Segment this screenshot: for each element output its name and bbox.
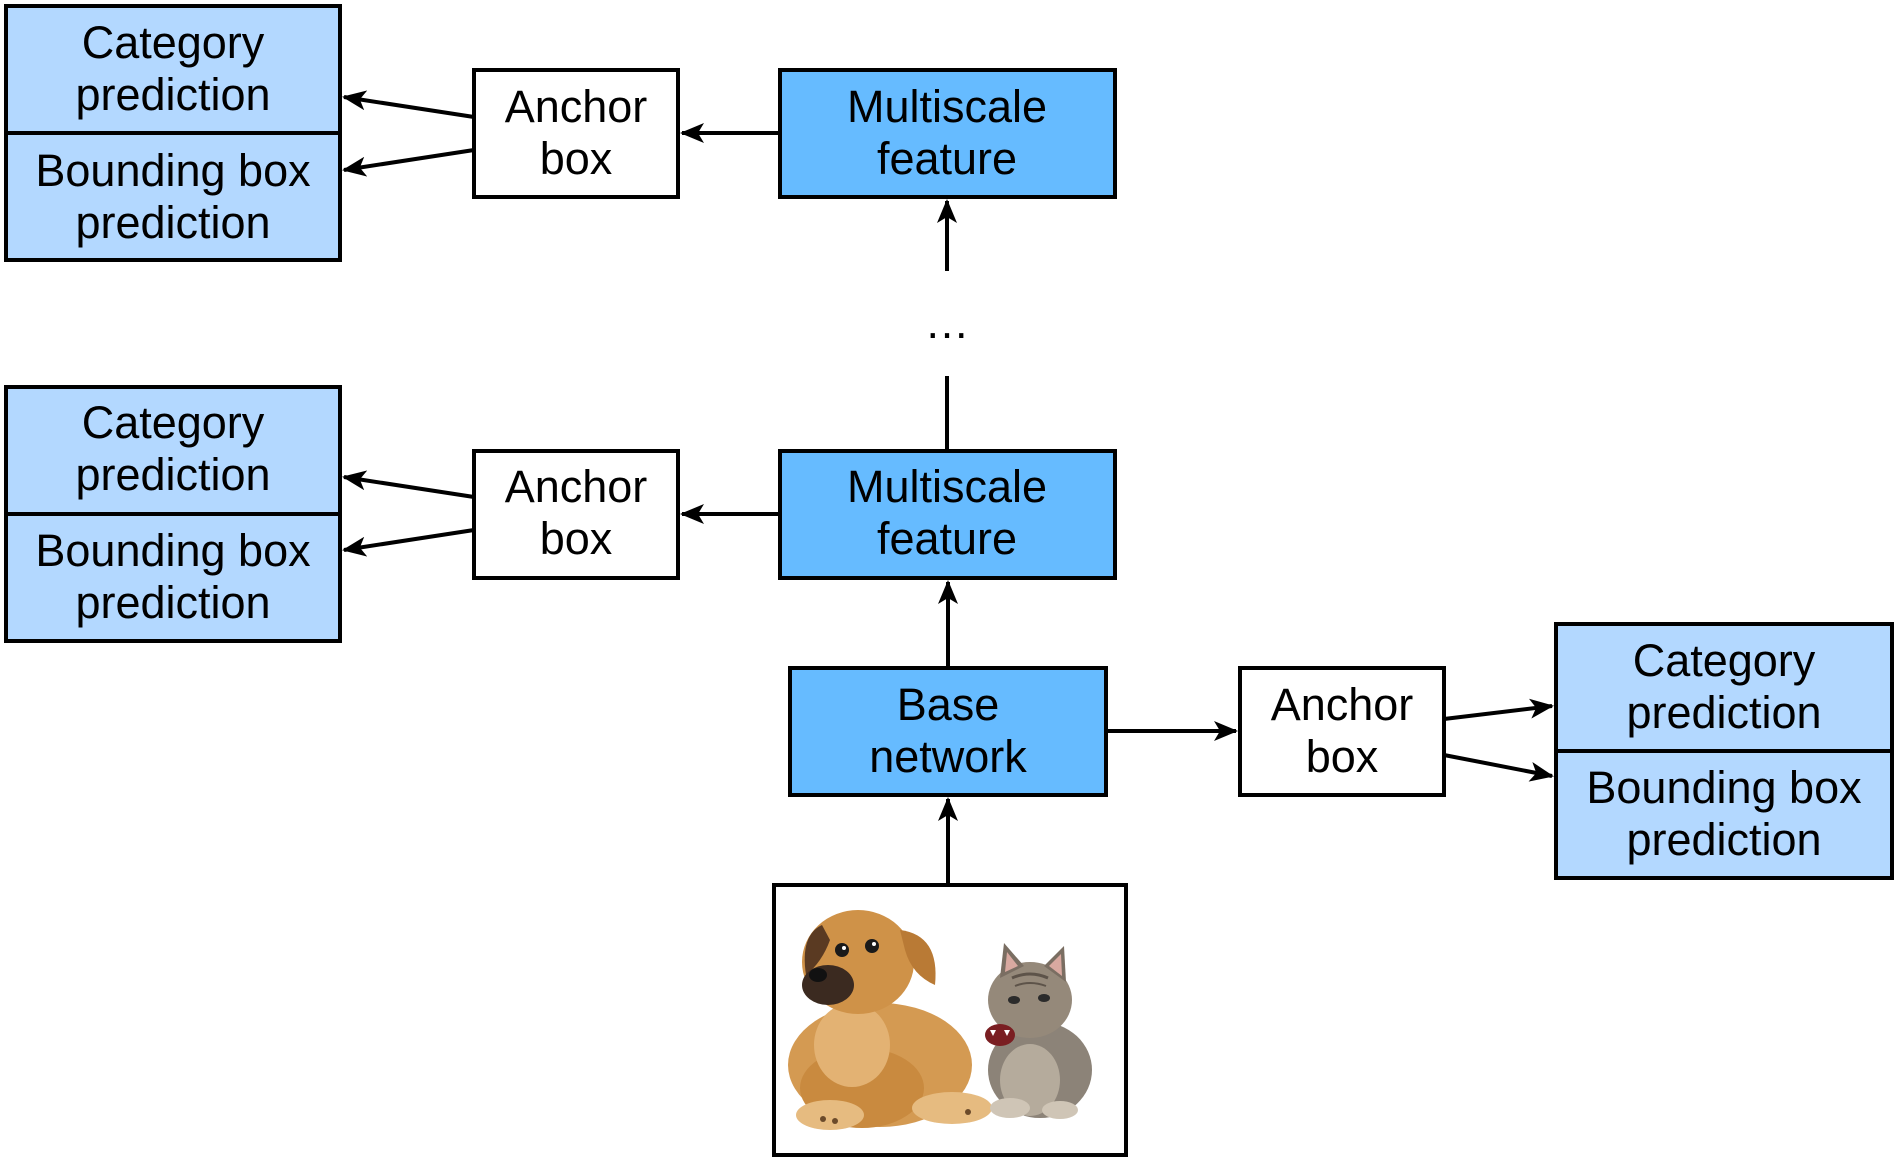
base-network-line1: Base — [897, 679, 1000, 730]
bottom-anchor-box-line1: Anchor — [1271, 679, 1414, 730]
bottom-prediction-stack: Category prediction Bounding box predict… — [1554, 622, 1894, 880]
input-image — [772, 883, 1128, 1157]
middle-category-prediction-box — [4, 385, 342, 516]
top-multiscale-feature-line1: Multiscale — [847, 81, 1047, 132]
base-network-rect — [788, 666, 1108, 797]
middle-bounding-box-prediction-line2: prediction — [75, 577, 270, 628]
middle-bounding-box-prediction-box — [4, 512, 342, 643]
middle-multiscale-feature-line1: Multiscale — [847, 461, 1047, 512]
bottom-anchor-box-line2: box — [1306, 731, 1379, 782]
arrow-middle-anchor-to-bounding — [342, 528, 475, 557]
bottom-category-prediction-box — [1554, 622, 1894, 753]
kitten-icon — [985, 943, 1092, 1119]
bottom-anchor-box: Anchor box — [1238, 666, 1446, 797]
middle-multiscale-feature-line2: feature — [877, 513, 1017, 564]
bottom-category-prediction-line1: Category — [1633, 635, 1816, 686]
top-category-prediction-box — [4, 4, 342, 135]
bottom-bounding-box-prediction-line1: Bounding box — [1586, 762, 1862, 813]
middle-bounding-box-prediction-line1: Bounding box — [35, 525, 311, 576]
bottom-bounding-box-prediction-line2: prediction — [1626, 814, 1821, 865]
top-anchor-box-line2: box — [540, 133, 613, 184]
top-bounding-box-prediction-line2: prediction — [75, 197, 270, 248]
top-anchor-box-rect — [472, 68, 680, 199]
base-network-line2: network — [869, 731, 1027, 782]
arrow-bottom-anchor-to-category — [1443, 698, 1554, 721]
middle-category-prediction-line1: Category — [82, 397, 265, 448]
ellipsis: … — [925, 297, 970, 348]
middle-anchor-box-line1: Anchor — [505, 461, 648, 512]
arrow-middle-anchor-to-category — [342, 470, 475, 499]
middle-prediction-stack: Category prediction Bounding box predict… — [4, 385, 342, 643]
top-anchor-box: Anchor box — [472, 68, 680, 199]
arrow-top-anchor-to-category — [342, 90, 475, 119]
middle-anchor-box-rect — [472, 449, 680, 580]
bottom-category-prediction-line2: prediction — [1626, 687, 1821, 738]
top-anchor-box-line1: Anchor — [505, 81, 648, 132]
middle-multiscale-feature-rect — [778, 449, 1117, 580]
top-category-prediction-line1: Category — [82, 17, 265, 68]
middle-anchor-box: Anchor box — [472, 449, 680, 580]
bottom-anchor-box-rect — [1238, 666, 1446, 797]
bottom-bounding-box-prediction-box — [1554, 749, 1894, 880]
top-category-prediction-line2: prediction — [75, 69, 270, 120]
middle-multiscale-feature: Multiscale feature — [778, 449, 1117, 580]
base-network: Base network — [788, 666, 1108, 797]
arrow-bottom-anchor-to-bounding — [1443, 753, 1554, 782]
top-bounding-box-prediction-line1: Bounding box — [35, 145, 311, 196]
middle-anchor-box-line2: box — [540, 513, 613, 564]
puppy-icon — [788, 910, 992, 1130]
top-multiscale-feature-rect — [778, 68, 1117, 199]
top-multiscale-feature-line2: feature — [877, 133, 1017, 184]
top-bounding-box-prediction-box — [4, 131, 342, 262]
top-multiscale-feature: Multiscale feature — [778, 68, 1117, 199]
arrow-top-anchor-to-bounding — [342, 148, 475, 177]
top-prediction-stack: Category prediction Bounding box predict… — [4, 4, 342, 262]
middle-category-prediction-line2: prediction — [75, 449, 270, 500]
